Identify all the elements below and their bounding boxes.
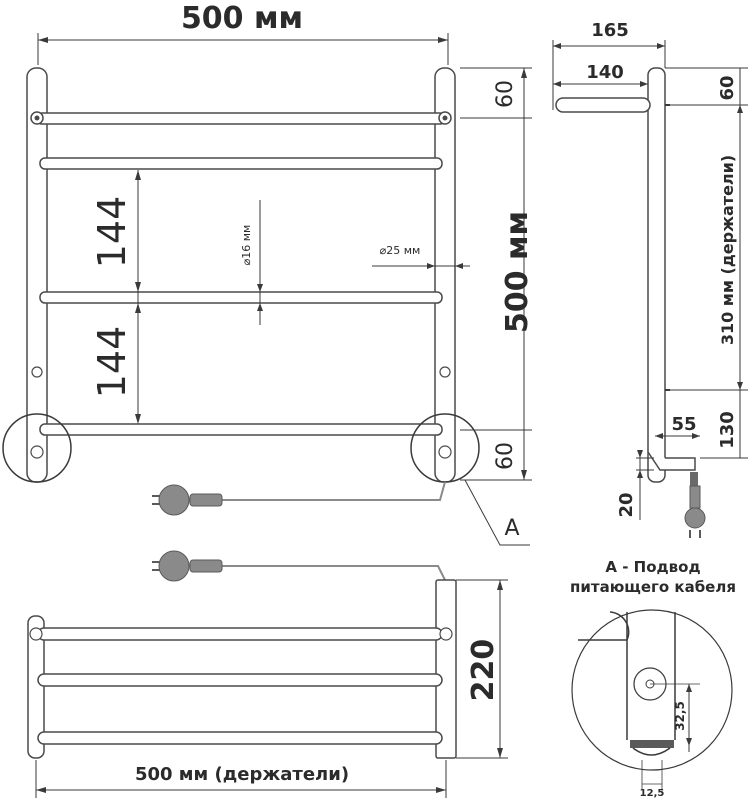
top-plug-icon bbox=[152, 550, 223, 582]
left-post bbox=[26, 67, 48, 483]
rung-diameter-label: ⌀16 мм bbox=[240, 225, 253, 266]
post-diameter-label: ⌀25 мм bbox=[380, 244, 421, 257]
rung-3 bbox=[39, 291, 443, 304]
front-top-offset: 60 bbox=[493, 80, 518, 108]
front-width-label: 500 мм bbox=[181, 1, 303, 36]
mount-hole-icon bbox=[439, 366, 451, 378]
top-left-holder bbox=[27, 615, 45, 759]
detail-circle bbox=[571, 609, 733, 771]
top-right-holder bbox=[435, 579, 457, 759]
detail-horizontal-dim: 12,5 bbox=[640, 788, 665, 799]
side-post bbox=[647, 67, 666, 483]
side-depth-rung: 140 bbox=[586, 62, 624, 83]
detail-vertical-dim: 32,5 bbox=[673, 701, 687, 731]
side-cable-drop: 20 bbox=[616, 492, 637, 517]
detail-title-line2: питающего кабеля bbox=[570, 578, 736, 596]
side-cable-offset: 55 bbox=[671, 414, 696, 435]
side-bottom-offset: 130 bbox=[717, 411, 738, 449]
rung-2 bbox=[39, 157, 443, 170]
front-view: 500 мм 144 144 ⌀16 мм bbox=[2, 1, 535, 546]
detail-circle-left bbox=[2, 413, 72, 483]
detail-title-line1: А - Подвод bbox=[605, 558, 700, 576]
mount-hole-icon bbox=[31, 366, 43, 378]
side-plug-icon bbox=[684, 485, 706, 538]
rung-4 bbox=[39, 423, 443, 436]
power-plug-icon bbox=[152, 484, 223, 516]
top-view: 220 500 мм (держатели) bbox=[27, 550, 508, 798]
top-width-label: 500 мм (держатели) bbox=[135, 764, 349, 785]
detail-marker-a: A bbox=[504, 516, 519, 541]
side-depth-total: 165 bbox=[591, 20, 629, 41]
detail-view: А - Подвод питающего кабеля 32,5 12,5 bbox=[570, 558, 736, 799]
side-holder-spacing: 310 мм (держатели) bbox=[718, 155, 737, 345]
side-top-offset: 60 bbox=[717, 75, 738, 100]
front-height-label: 500 мм bbox=[500, 211, 535, 333]
rung-1 bbox=[36, 112, 446, 125]
rung-spacing-lower: 144 bbox=[90, 326, 134, 399]
rung-spacing-upper: 144 bbox=[90, 196, 134, 269]
side-top-rung bbox=[555, 97, 651, 113]
right-post bbox=[434, 67, 456, 483]
top-depth-label: 220 bbox=[466, 639, 501, 702]
front-bottom-offset: 60 bbox=[493, 442, 518, 470]
side-view: 165 140 60 310 мм (держатели) 130 bbox=[552, 20, 748, 538]
